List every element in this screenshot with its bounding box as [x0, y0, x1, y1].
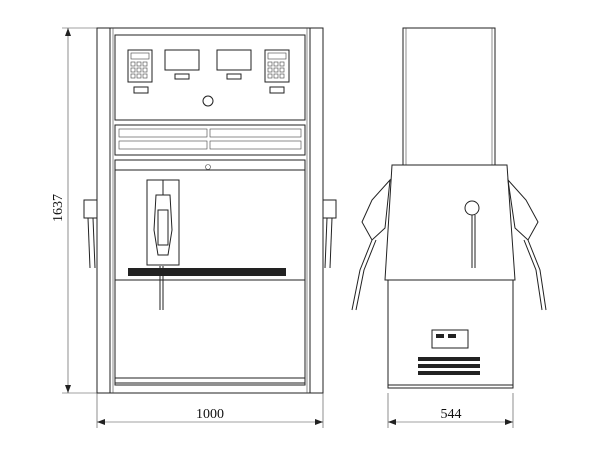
nozzle-holder — [146, 179, 180, 266]
lower-cabinet — [114, 159, 306, 386]
left-display — [164, 49, 200, 71]
left-keypad — [127, 49, 153, 94]
side-vent-slots — [418, 357, 480, 375]
front-width-label: 1000 — [196, 407, 224, 422]
front-width-dimension: 1000 — [96, 393, 324, 428]
side-view — [351, 27, 547, 389]
height-label: 1637 — [51, 194, 66, 222]
side-upper-body — [402, 27, 496, 174]
display-head — [114, 34, 306, 121]
side-width-dimension: 544 — [387, 393, 514, 428]
side-right-nozzle — [507, 178, 547, 311]
side-base — [387, 279, 514, 389]
right-display — [216, 49, 252, 71]
left-hose-holder — [83, 199, 98, 269]
right-hose-holder — [322, 199, 337, 269]
side-width-label: 544 — [441, 407, 462, 422]
side-mid-body — [384, 164, 516, 281]
front-outer-frame — [96, 27, 324, 394]
grille-strip — [128, 268, 286, 276]
height-dimension: 1637 — [51, 27, 97, 394]
right-keypad — [264, 49, 290, 94]
front-view — [83, 27, 337, 394]
side-left-nozzle — [351, 178, 391, 311]
center-dial — [202, 95, 214, 107]
vent-band — [114, 124, 306, 156]
nameplate — [431, 329, 469, 349]
